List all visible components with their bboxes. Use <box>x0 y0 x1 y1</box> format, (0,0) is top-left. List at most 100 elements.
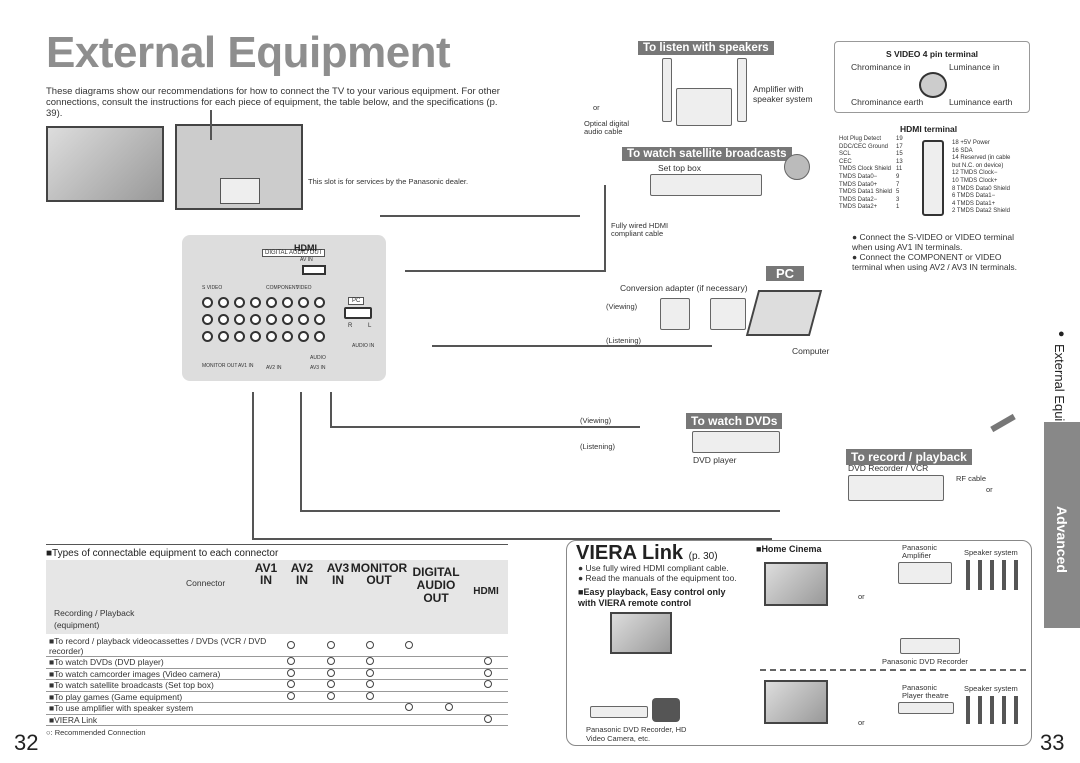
digital-audio-label: DIGITAL AUDIO OUT <box>262 249 326 257</box>
rec-label: Recording / Playback <box>54 608 135 618</box>
col-digital: DIGITAL AUDIO OUT <box>412 565 460 605</box>
table-cell <box>468 702 508 715</box>
table-cell <box>350 668 390 680</box>
hdmi-connector-icon <box>922 140 944 216</box>
hdmi-logo: HDMI <box>294 243 317 253</box>
table-cell <box>271 656 311 669</box>
recommended-mark-icon <box>287 680 296 689</box>
dvd-heading: To watch DVDs <box>686 413 783 429</box>
stb-label: Set top box <box>658 163 702 173</box>
table-cell <box>310 636 351 657</box>
hdmi-port <box>302 265 326 275</box>
table-heading: ■Types of connectable equipment to each … <box>46 548 279 559</box>
cable <box>252 538 772 540</box>
speaker2-label: Speaker system <box>964 684 1018 693</box>
cable <box>604 185 606 272</box>
dvd-player-label: DVD player <box>693 455 737 465</box>
speaker-label: Speaker system <box>964 548 1018 557</box>
viera-title: VIERA Link (p. 30) <box>576 542 718 564</box>
table-cell <box>350 714 390 726</box>
table-cell <box>468 668 508 680</box>
speakers-icon <box>966 560 1024 590</box>
record-heading: To record / playback <box>846 449 972 465</box>
pc-port <box>344 307 372 319</box>
equipment-label: (equipment) <box>54 620 100 630</box>
cable <box>330 392 332 428</box>
audio-label: AUDIO <box>310 355 326 361</box>
table-cell <box>389 668 430 680</box>
table-cell <box>389 636 430 657</box>
equipment-table: ■To record / playback videocassettes / D… <box>46 636 508 726</box>
col-av3: AV3 IN <box>326 561 350 587</box>
theatre-label: Panasonic Player theatre <box>902 683 949 700</box>
table-cell <box>429 691 469 703</box>
recommended-mark-icon <box>365 680 374 689</box>
table-row: ■To watch camcorder images (Video camera… <box>46 668 508 680</box>
viera-dvd-recorder <box>900 638 960 654</box>
home-or: or <box>858 592 865 601</box>
cable <box>330 426 640 428</box>
s-video-title: S VIDEO 4 pin terminal <box>885 49 979 59</box>
table-cell <box>271 691 311 703</box>
table-cell <box>271 702 311 715</box>
terminal-panel: DIGITAL AUDIO OUT HDMI AV IN S VIDEO COM… <box>182 235 386 381</box>
amp2-label: Panasonic Amplifier <box>902 543 938 560</box>
tv-back-terminals <box>220 178 260 204</box>
computer-icon <box>745 290 823 336</box>
table-cell <box>350 702 390 715</box>
dvd-listening: (Listening) <box>580 442 616 451</box>
table-cell <box>468 636 508 657</box>
cable <box>210 110 212 140</box>
table-cell <box>310 691 351 703</box>
table-cell <box>429 702 469 715</box>
av1-in-label: AV1 IN <box>238 363 254 369</box>
table-cell <box>429 714 469 726</box>
conversion-adapter <box>710 298 746 330</box>
table-cell <box>350 679 390 692</box>
speakers-or: or <box>593 103 600 112</box>
pc-port-label: PC <box>348 297 365 305</box>
table-row: ■To use amplifier with speaker system <box>46 702 508 715</box>
recommended-mark-icon <box>287 691 296 700</box>
recommended-mark-icon <box>326 657 335 666</box>
viera-recorder <box>590 706 648 718</box>
speakers2-icon <box>966 696 1024 724</box>
table-row: ■To play games (Game equipment) <box>46 691 508 703</box>
viera-divider <box>760 669 1026 671</box>
table-row: ■To watch DVDs (DVD player) <box>46 656 508 669</box>
s-video-label: S VIDEO <box>202 285 223 291</box>
chroma-in: Chrominance in <box>851 62 911 72</box>
component-label: COMPONENT <box>266 285 299 291</box>
cable <box>300 392 302 512</box>
recommended-mark-icon <box>365 668 374 677</box>
luma-earth: Luminance earth <box>949 97 1013 107</box>
table-cell <box>468 679 508 692</box>
luma-in: Luminance in <box>949 62 1000 72</box>
section-tab: Advanced <box>1044 422 1080 628</box>
speakers-heading: To listen with speakers <box>638 41 774 55</box>
terminal-notes: ● Connect the S-VIDEO or VIDEO terminal … <box>852 232 1018 272</box>
camcorder-icon <box>652 698 680 722</box>
col-av1: AV1 IN <box>254 561 278 587</box>
table-cell <box>271 679 311 692</box>
page-title: External Equipment <box>46 28 451 77</box>
home-cinema: ■Home Cinema <box>756 544 822 554</box>
recorder2-label: Panasonic DVD Recorder <box>882 657 968 666</box>
intro-text: These diagrams show our recommendations … <box>46 86 500 119</box>
recommended-mark-icon <box>326 691 335 700</box>
table-cell <box>429 656 469 669</box>
table-cell <box>429 668 469 680</box>
viera-easy: ■Easy playback, Easy control only with V… <box>578 587 726 608</box>
recommended-mark-icon <box>287 668 296 677</box>
recommended-mark-icon <box>326 668 335 677</box>
table-cell <box>310 679 351 692</box>
recommended-mark-icon <box>326 680 335 689</box>
s-video-connector-icon <box>919 72 947 98</box>
recommended-mark-icon <box>444 703 453 712</box>
recommended-mark-icon <box>326 641 335 649</box>
recommended-mark-icon <box>484 714 493 723</box>
table-cell <box>310 702 351 715</box>
theatre-tv <box>764 680 828 724</box>
antenna-icon <box>990 413 1016 433</box>
